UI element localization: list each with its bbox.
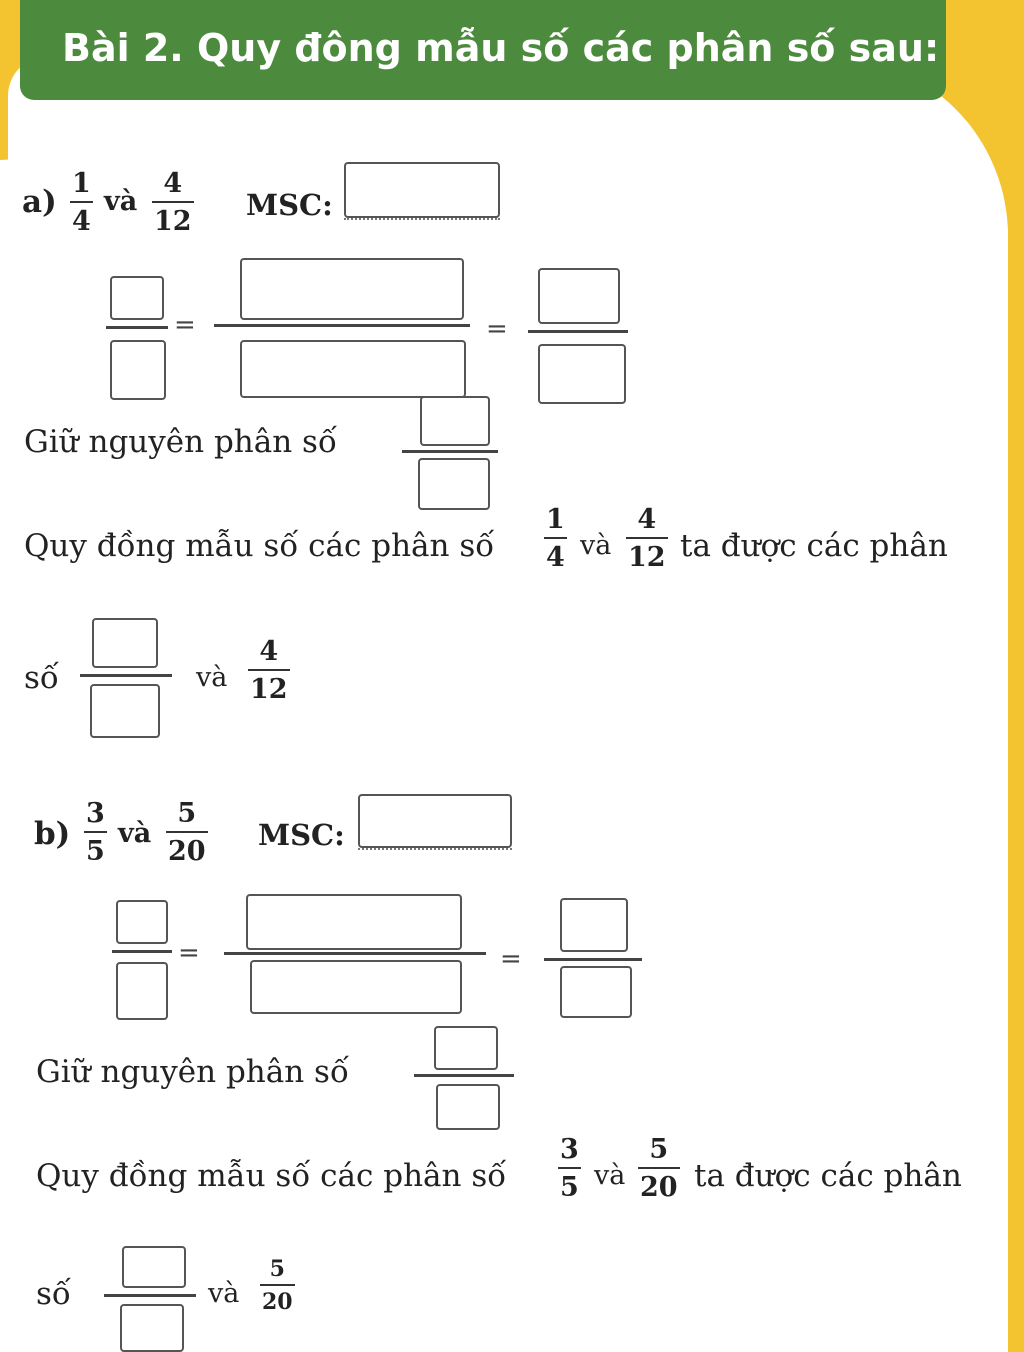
part-a-eq-den-2[interactable] [240, 340, 466, 398]
equals-sign: = [500, 944, 522, 974]
numerator: 5 [269, 1256, 285, 1282]
part-a-result-conj: và [580, 530, 612, 561]
part-b-eq-den-3[interactable] [560, 966, 632, 1018]
numerator: 3 [86, 798, 105, 829]
part-a-conj: và [104, 186, 138, 217]
part-b-answer-den[interactable] [120, 1304, 184, 1352]
part-a-result-text-2: ta được các phân [680, 528, 948, 564]
part-b-eq-num-1[interactable] [116, 900, 168, 944]
part-b-result-text-1: Quy đồng mẫu số các phân số [36, 1158, 507, 1194]
fraction-bar [558, 1167, 581, 1169]
part-b-answer-conj: và [208, 1278, 240, 1309]
part-b-msc-input[interactable] [358, 794, 512, 848]
denominator: 12 [628, 542, 666, 573]
part-b-result-fraction-1: 3 5 [558, 1136, 581, 1201]
part-b-msc-label: MSC: [258, 818, 345, 852]
part-a-answer-num[interactable] [92, 618, 158, 668]
fraction-bar [414, 1074, 514, 1077]
fraction-bar [626, 537, 668, 539]
fraction-bar [166, 831, 208, 833]
part-a-eq-num-1[interactable] [110, 276, 164, 320]
part-a-keep-text: Giữ nguyên phân số [24, 424, 337, 460]
numerator: 4 [259, 636, 279, 667]
part-b-result-fraction-2: 5 20 [638, 1136, 680, 1201]
fraction-bar [152, 201, 194, 203]
equals-sign: = [174, 310, 196, 340]
part-a-label: a) [22, 184, 57, 220]
part-b-fraction-2: 5 20 [166, 800, 208, 865]
fraction-bar [260, 1284, 295, 1286]
worksheet-panel [8, 56, 1008, 1352]
part-b-keep-den[interactable] [436, 1084, 500, 1130]
part-a-keep-num[interactable] [420, 396, 490, 446]
fraction-bar [104, 1294, 196, 1297]
fraction-bar [528, 330, 628, 333]
fraction-bar [224, 952, 486, 955]
part-b-result-text-3: số [36, 1276, 71, 1312]
fraction-bar [248, 669, 290, 671]
fraction-bar [84, 831, 107, 833]
part-b-answer-fraction: 5 20 [260, 1258, 295, 1313]
part-a-result-fraction-2: 4 12 [626, 506, 668, 571]
denominator: 12 [250, 674, 288, 705]
part-b-fraction-1: 3 5 [84, 800, 107, 865]
part-a-eq-den-3[interactable] [538, 344, 626, 404]
numerator: 3 [560, 1134, 579, 1165]
part-a-msc-dotted-line [344, 218, 500, 220]
part-b-eq-num-2[interactable] [246, 894, 462, 950]
part-a-answer-conj: và [196, 662, 228, 693]
numerator: 4 [163, 168, 183, 199]
part-a-msc-input[interactable] [344, 162, 500, 218]
part-b-answer-num[interactable] [122, 1246, 186, 1288]
denominator: 5 [86, 836, 105, 867]
fraction-bar [402, 450, 498, 453]
fraction-bar [214, 324, 470, 327]
part-b-conj: và [118, 818, 152, 849]
part-a-eq-den-1[interactable] [110, 340, 166, 400]
fraction-bar [544, 537, 567, 539]
numerator: 5 [649, 1134, 669, 1165]
part-b-eq-den-1[interactable] [116, 962, 168, 1020]
fraction-bar [80, 674, 172, 677]
fraction-bar [112, 950, 172, 953]
numerator: 1 [72, 168, 91, 199]
part-b-eq-num-3[interactable] [560, 898, 628, 952]
numerator: 4 [637, 504, 657, 535]
frame-edge-right [1008, 0, 1024, 1352]
part-a-result-fraction-1: 1 4 [544, 506, 567, 571]
part-b-keep-text: Giữ nguyên phân số [36, 1054, 349, 1090]
part-a-result-text-1: Quy đồng mẫu số các phân số [24, 528, 495, 564]
denominator: 4 [72, 206, 91, 237]
part-b-result-conj: và [594, 1160, 626, 1191]
fraction-bar [544, 958, 642, 961]
equals-sign: = [486, 314, 508, 344]
part-a-keep-den[interactable] [418, 458, 490, 510]
fraction-bar [70, 201, 93, 203]
denominator: 5 [560, 1172, 579, 1203]
part-b-label: b) [34, 816, 71, 852]
part-a-answer-den[interactable] [90, 684, 160, 738]
denominator: 20 [168, 836, 206, 867]
part-a-result-text-3: số [24, 660, 59, 696]
part-a-eq-num-2[interactable] [240, 258, 464, 320]
numerator: 5 [177, 798, 197, 829]
exercise-title: Bài 2. Quy đông mẫu số các phân số sau: [20, 0, 946, 100]
numerator: 1 [546, 504, 565, 535]
part-a-msc-label: MSC: [246, 188, 333, 222]
part-a-fraction-2: 4 12 [152, 170, 194, 235]
part-a-fraction-1: 1 4 [70, 170, 93, 235]
fraction-bar [638, 1167, 680, 1169]
fraction-bar [106, 326, 168, 329]
part-b-eq-den-2[interactable] [250, 960, 462, 1014]
part-a-answer-fraction: 4 12 [248, 638, 290, 703]
denominator: 12 [154, 206, 192, 237]
part-b-msc-dotted-line [358, 848, 512, 850]
part-b-keep-num[interactable] [434, 1026, 498, 1070]
denominator: 20 [262, 1289, 293, 1315]
denominator: 4 [546, 542, 565, 573]
equals-sign: = [178, 938, 200, 968]
part-a-eq-num-3[interactable] [538, 268, 620, 324]
part-b-result-text-2: ta được các phân [694, 1158, 962, 1194]
denominator: 20 [640, 1172, 678, 1203]
